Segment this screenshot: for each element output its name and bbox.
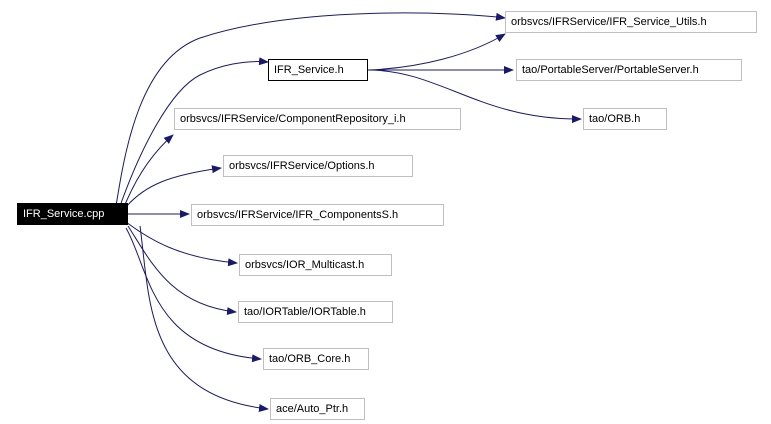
- edge-root-ior-multicast: [125, 221, 238, 267]
- node-portable-server-h[interactable]: tao/PortableServer/PortableServer.h: [516, 59, 742, 81]
- node-ior-table-h[interactable]: tao/IORTable/IORTable.h: [238, 301, 393, 323]
- node-ifr-service-utils-h[interactable]: orbsvcs/IFRService/IFR_Service_Utils.h: [505, 11, 757, 33]
- edge-root-options: [125, 165, 222, 208]
- edge-ifr-service-h-ifr-service-utils: [367, 33, 506, 71]
- node-orb-h[interactable]: tao/ORB.h: [583, 108, 667, 130]
- node-options-h[interactable]: orbsvcs/IFRService/Options.h: [223, 155, 413, 177]
- node-ior-multicast-h[interactable]: orbsvcs/IOR_Multicast.h: [239, 254, 392, 276]
- node-component-repository-i-h[interactable]: orbsvcs/IFRService/ComponentRepository_i…: [174, 108, 461, 130]
- edge-ifr-service-h-orb: [367, 69, 582, 124]
- edge-root-component-repository: [123, 134, 174, 208]
- edge-root-ior-table: [127, 225, 237, 316]
- node-ifr-service-cpp[interactable]: IFR_Service.cpp: [17, 203, 128, 225]
- node-auto-ptr-h[interactable]: ace/Auto_Ptr.h: [270, 398, 365, 420]
- node-ifr-service-h[interactable]: IFR_Service.h: [268, 59, 368, 81]
- edge-root-auto-ptr: [139, 225, 269, 412]
- edge-root-ifr-service-h: [119, 57, 269, 207]
- node-orb-core-h[interactable]: tao/ORB_Core.h: [263, 348, 369, 370]
- edge-root-ifr-service-utils: [115, 12, 506, 207]
- node-ifr-components-s-h[interactable]: orbsvcs/IFRService/IFR_ComponentsS.h: [191, 204, 444, 226]
- edge-root-orb-core: [125, 227, 262, 363]
